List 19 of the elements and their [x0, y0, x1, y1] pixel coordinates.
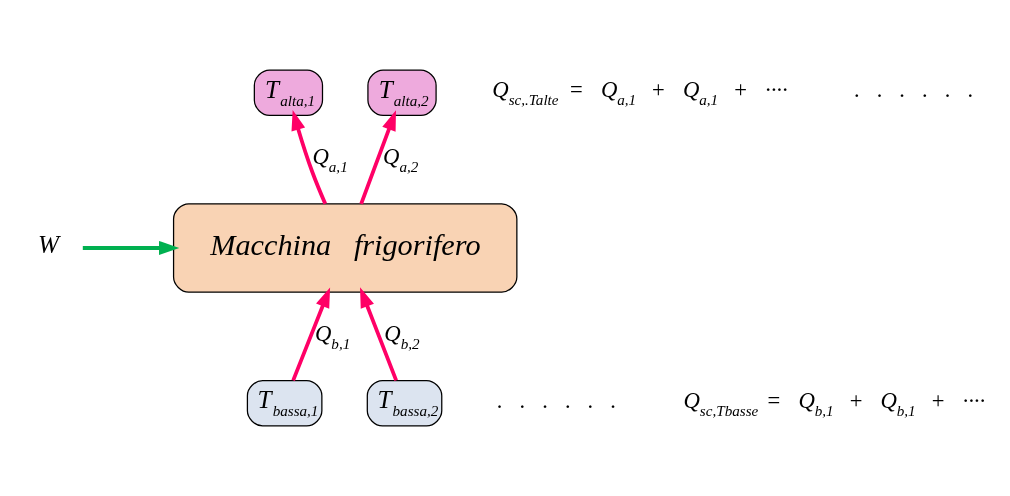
label: . . . . . . [853, 77, 974, 103]
label: Q$_{sc,Tbasse}$ = Q$_{b,1}$ + Q$_{b,1}$ + ···· [682, 387, 985, 419]
edge-label: Q$_{b,1}$ [314, 320, 350, 352]
arrow [359, 287, 398, 382]
label: Q$_{sc,.Talte}$ = Q$_{a,1}$ + Q$_{a,1}$ + ···· [491, 77, 788, 109]
edge-label: Q$_{b,2}$ [383, 320, 420, 352]
arrow [290, 287, 330, 382]
arrow [358, 110, 396, 205]
node-box: T$_{alta,1}$ [253, 69, 323, 117]
edge-label: Q$_{a,2}$ [382, 143, 418, 175]
node-box: Macchina frigorifero [172, 203, 517, 293]
node-box: T$_{alta,2}$ [366, 69, 437, 117]
arrow [82, 240, 179, 256]
label: . . . . . . [496, 387, 616, 413]
node-text: W [37, 231, 59, 259]
edge-label: Q$_{a,1}$ [311, 143, 348, 175]
node-box: T$_{bassa,1}$ [246, 379, 322, 427]
arrow [291, 110, 327, 205]
node-box: T$_{bassa,2}$ [366, 379, 442, 427]
